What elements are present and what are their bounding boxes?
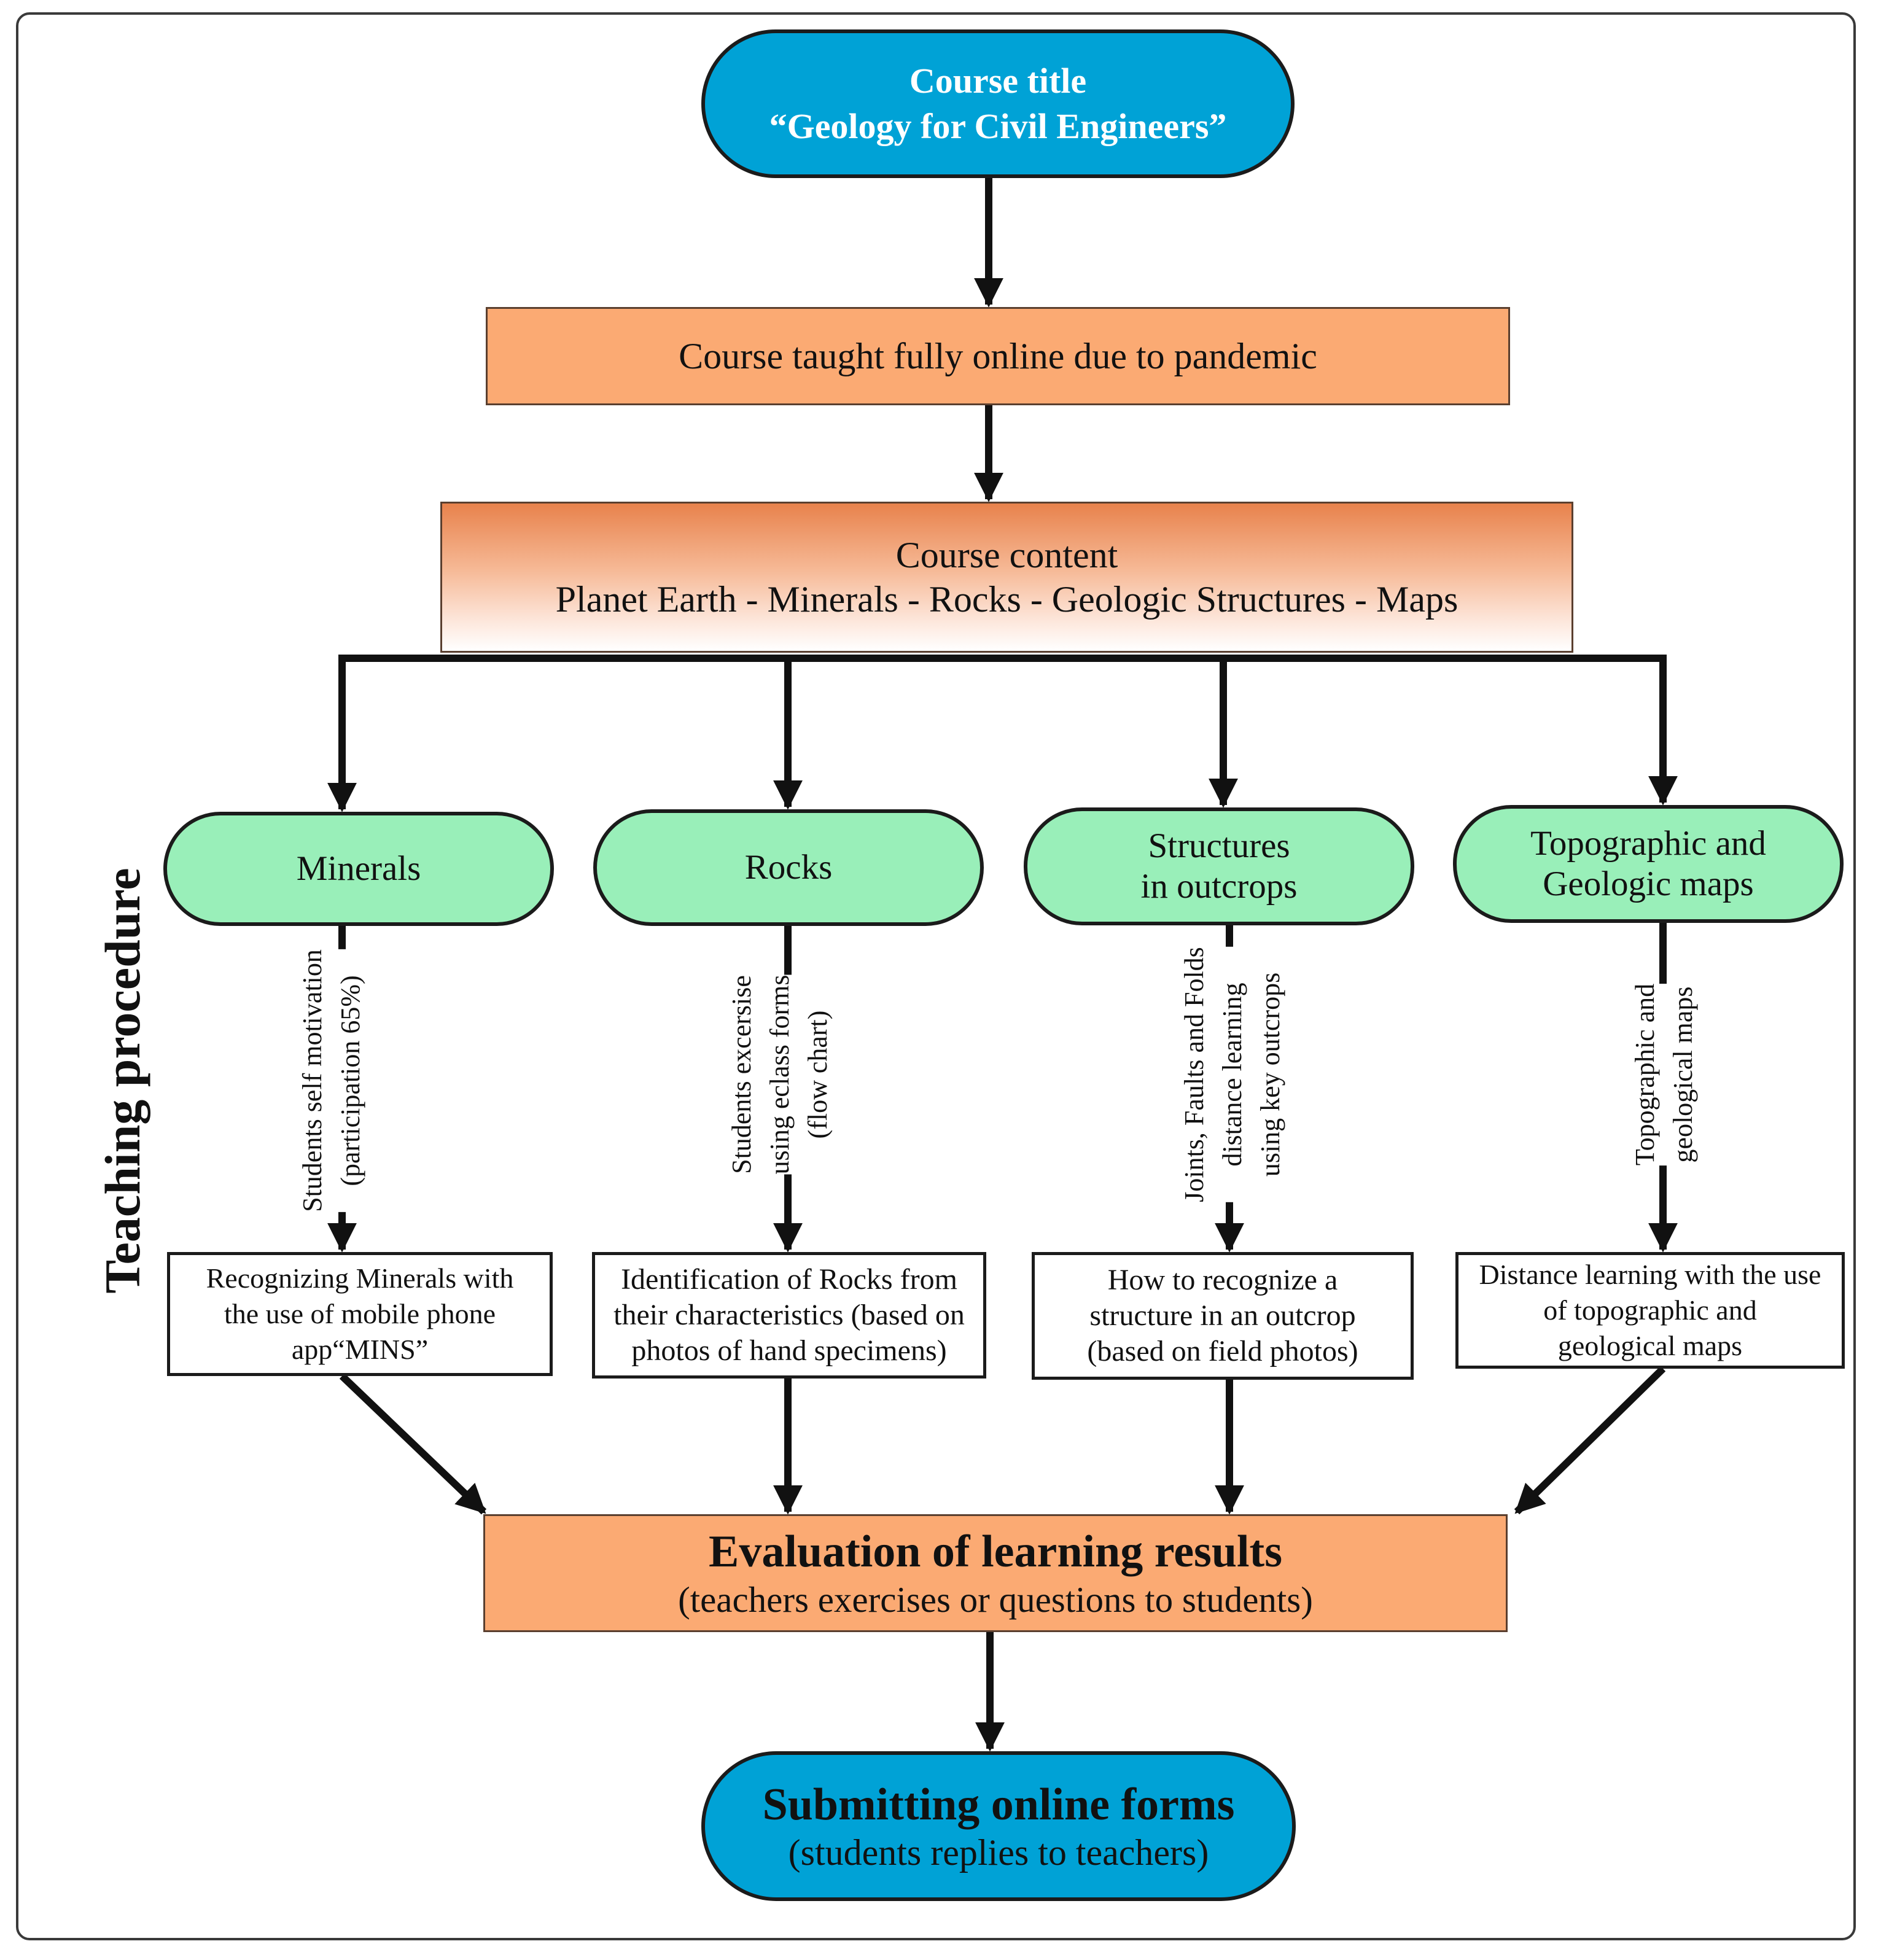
arrow-recognizing-to-eval: [339, 1373, 487, 1515]
topic-structures-node: Structures in outcrops: [1024, 807, 1414, 925]
outcome-line: Identification of Rocks from: [621, 1263, 957, 1296]
online-teaching-node: Course taught fully online due to pandem…: [486, 307, 1510, 405]
submission-node: Submitting online forms (students replie…: [701, 1751, 1296, 1901]
topic-label: Rocks: [744, 848, 833, 887]
outcome-minerals-node: Recognizing Minerals with the use of mob…: [167, 1252, 553, 1376]
outcome-line: app“MINS”: [291, 1334, 429, 1365]
submission-title: Submitting online forms: [762, 1779, 1235, 1830]
teaching-procedure-label: Teaching procedure: [95, 868, 150, 1294]
edge-label-minerals: Students self motivation (participation …: [294, 949, 370, 1212]
topic-label-2: in outcrops: [1140, 867, 1298, 906]
course-title-label: Course title: [909, 61, 1087, 101]
evaluation-title: Evaluation of learning results: [709, 1526, 1282, 1577]
outcome-line: the use of mobile phone: [224, 1298, 496, 1329]
edge-label-line: geological maps: [1668, 986, 1698, 1163]
outcome-line: How to recognize a: [1107, 1264, 1338, 1296]
edge-label-line: using key outcrops: [1255, 972, 1285, 1177]
outcome-line: (based on field photos): [1087, 1335, 1358, 1367]
outcome-maps-node: Distance learning with the use of topogr…: [1455, 1252, 1845, 1369]
course-content-list: Planet Earth - Minerals - Rocks - Geolog…: [555, 579, 1458, 620]
topic-label: Topographic and: [1530, 824, 1766, 863]
outcome-line: Distance learning with the use: [1479, 1259, 1821, 1290]
topic-minerals-node: Minerals: [163, 812, 554, 926]
edge-label-maps: Topographic and geological maps: [1626, 983, 1702, 1166]
topic-label-2: Geologic maps: [1543, 865, 1754, 903]
outcome-line: of topographic and: [1543, 1294, 1757, 1326]
outcome-line: their characteristics (based on: [613, 1299, 965, 1331]
edge-label-rocks: Students excersise using eclass forms (f…: [723, 974, 837, 1175]
edge-label-line: Students self motivation: [297, 949, 327, 1212]
outcome-rocks-node: Identification of Rocks from their chara…: [592, 1252, 986, 1379]
edge-label-line: (participation 65%): [335, 975, 365, 1186]
course-content-heading: Course content: [895, 535, 1118, 575]
edge-label-line: using eclass forms: [765, 974, 795, 1175]
arrow-distance-to-eval: [1514, 1366, 1666, 1515]
topic-label: Minerals: [296, 849, 421, 888]
edge-label-line: Students excersise: [726, 975, 757, 1174]
outcome-line: photos of hand specimens): [631, 1334, 947, 1367]
submission-subtitle: (students replies to teachers): [788, 1832, 1209, 1873]
diagram-frame: [16, 12, 1856, 1940]
outcome-line: Recognizing Minerals with: [206, 1262, 514, 1294]
online-teaching-text: Course taught fully online due to pandem…: [679, 335, 1317, 376]
topic-maps-node: Topographic and Geologic maps: [1453, 805, 1844, 923]
course-content-node: Course content Planet Earth - Minerals -…: [440, 502, 1573, 653]
outcome-line: geological maps: [1557, 1330, 1743, 1361]
edge-label-line: (flow chart): [803, 1010, 833, 1139]
topic-label: Structures: [1148, 826, 1290, 865]
edge-label-line: distance learning: [1217, 982, 1247, 1167]
outcome-structures-node: How to recognize a structure in an outcr…: [1032, 1252, 1414, 1380]
topic-rocks-node: Rocks: [593, 809, 984, 926]
course-title-name: “Geology for Civil Engineers”: [769, 106, 1227, 146]
evaluation-subtitle: (teachers exercises or questions to stud…: [678, 1579, 1313, 1620]
edge-label-line: Joints, Faults and Folds: [1179, 947, 1209, 1202]
edge-label-structures: Joints, Faults and Folds distance learni…: [1175, 947, 1290, 1202]
course-title-node: Course title “Geology for Civil Engineer…: [701, 29, 1295, 178]
evaluation-node: Evaluation of learning results (teachers…: [483, 1514, 1508, 1632]
outcome-line: structure in an outcrop: [1089, 1299, 1356, 1332]
edge-label-line: Topographic and: [1630, 983, 1660, 1166]
